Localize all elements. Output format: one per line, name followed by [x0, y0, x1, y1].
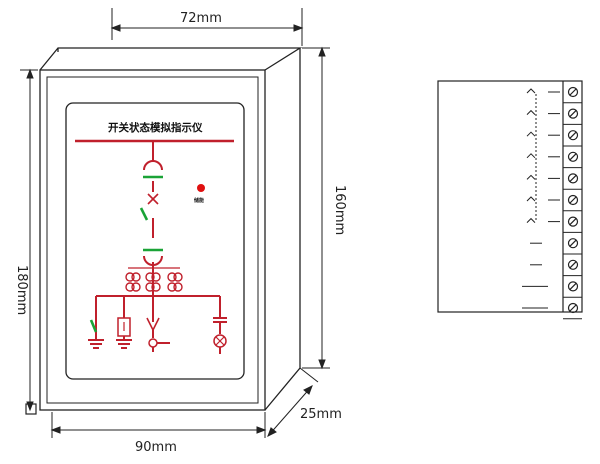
indicator-label: 储能 [194, 197, 204, 204]
dim-top-width: 72mm [180, 11, 222, 26]
dimension-lines [20, 8, 330, 438]
terminal-row-3-screw-slot [569, 131, 577, 139]
terminal-row-4-screw-icon [567, 151, 579, 162]
terminal-row-6-switch-icon [526, 196, 536, 202]
terminal-row-1-switch-icon [526, 88, 536, 94]
terminal-row-3-screw-icon [567, 130, 579, 141]
terminal-row-7-switch-icon [526, 217, 536, 223]
terminal-row-6-screw-icon [567, 194, 579, 206]
front-face [39, 69, 266, 411]
terminal-row-5-screw-icon [567, 173, 579, 184]
top-face [39, 47, 303, 71]
dim-bottom-width: 90mm [135, 440, 177, 455]
terminal-block-outline [437, 80, 583, 313]
terminal-row-2-screw-icon [567, 108, 579, 119]
side-face [264, 48, 301, 411]
dim-right-height: 160mm [332, 185, 347, 235]
upper-withdrawable-contact [143, 160, 163, 171]
terminal-row-4-switch-icon [526, 153, 536, 159]
mimic-panel [65, 102, 245, 380]
front-bezel [46, 76, 259, 404]
green-state-marks [89, 175, 163, 333]
current-transformers [125, 267, 183, 292]
terminal-row-9-screw-slot [569, 261, 577, 269]
terminal-row-1-screw-icon [567, 86, 579, 98]
terminal-row-1-screw-slot [569, 88, 577, 96]
terminal-row-5-screw-slot [569, 174, 577, 182]
terminal-row-7-screw-slot [569, 218, 577, 226]
breaker-open-blade [139, 207, 149, 221]
terminal-row-8-screw-icon [567, 238, 579, 249]
power-pos-screw-slot [569, 282, 577, 290]
terminal-row-4-screw-slot [569, 153, 577, 161]
power-neg-screw-icon [567, 302, 579, 314]
dim-left-height: 180mm [14, 265, 29, 315]
terminal-row-9-screw-icon [567, 259, 579, 270]
power-neg-screw-slot [569, 304, 577, 312]
terminal-row-8-screw-slot [569, 239, 577, 247]
mimic-circuit [75, 139, 234, 354]
earth-switch-blade [89, 319, 98, 333]
terminal-row-2-switch-icon [526, 109, 536, 115]
dim-depth: 25mm [300, 407, 342, 422]
terminal-row-6-screw-slot [569, 196, 577, 204]
power-pos-screw-icon [567, 281, 579, 292]
terminal-row-7-screw-icon [567, 216, 579, 227]
terminal-row-2-screw-slot [569, 110, 577, 118]
energy-storage-led [197, 184, 205, 192]
terminal-rows [522, 86, 582, 320]
terminal-row-3-switch-icon [526, 131, 536, 137]
panel-title: 开关状态模拟指示仪 [108, 121, 203, 134]
terminal-row-5-switch-icon [526, 174, 536, 180]
